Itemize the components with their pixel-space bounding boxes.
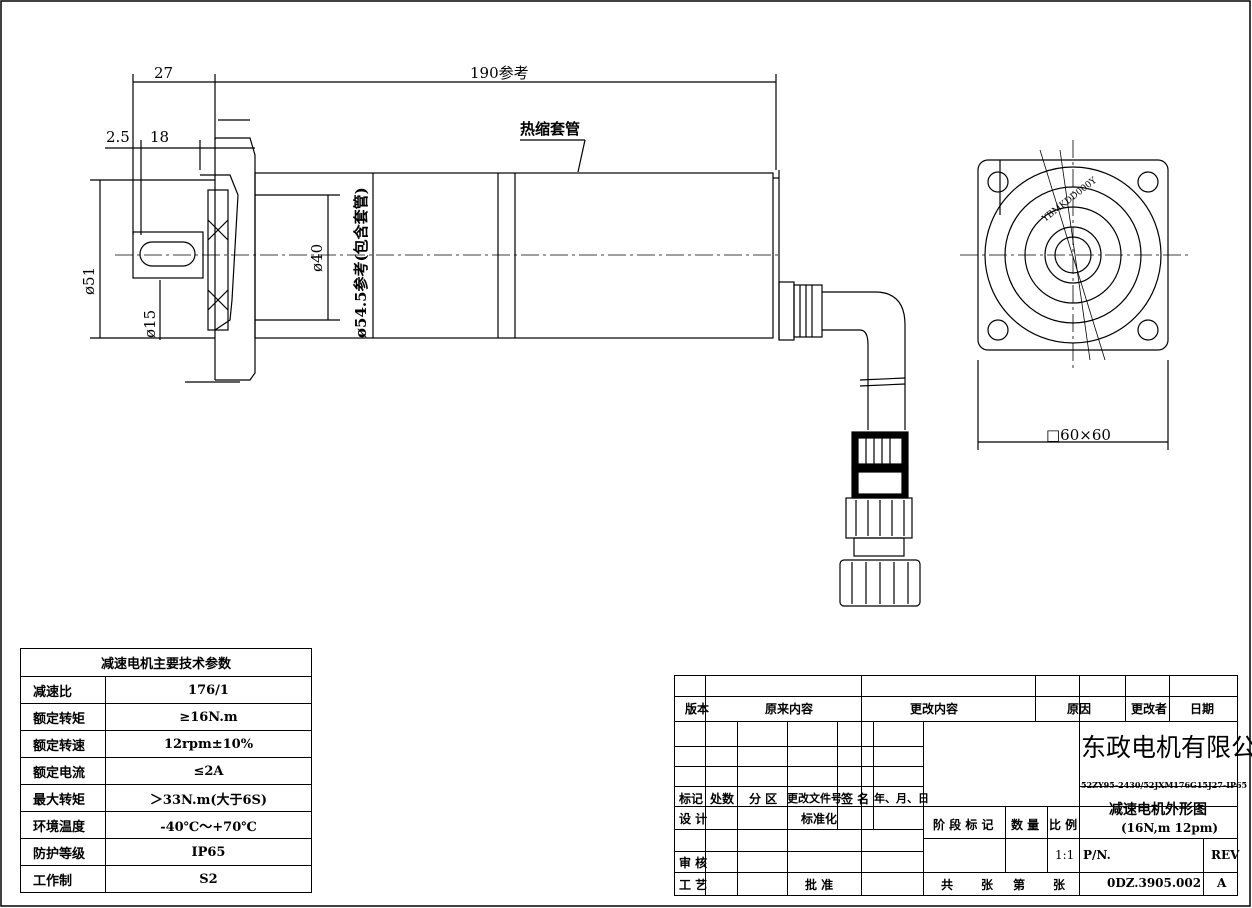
lbl-total: 共 bbox=[941, 878, 954, 892]
drawing-name: 减速电机外形图 bbox=[1109, 802, 1207, 818]
dim-60x60: □60×60 bbox=[1046, 426, 1111, 444]
lbl-stage: 阶 段 标 记 bbox=[933, 818, 994, 832]
lbl-mark: 标记 bbox=[679, 792, 704, 806]
dim-phi40: ø40 bbox=[308, 244, 326, 272]
company-name: 东政电机有限公司 bbox=[1081, 733, 1252, 762]
title-block: 版本 原来内容 更改内容 原因 更改者 日期 标记 处数 分 区 更改文件号 签… bbox=[674, 675, 1252, 896]
spec-value: ＞33N.m(大于6S) bbox=[105, 784, 312, 812]
spec-value: IP65 bbox=[105, 838, 312, 866]
spec-key: 额定电流 bbox=[20, 757, 106, 785]
dim-27: 27 bbox=[154, 64, 173, 82]
drawing-spec: (16N,m 12pm) bbox=[1121, 821, 1219, 835]
lbl-doc-no: 更改文件号 bbox=[787, 792, 842, 805]
spec-key: 环境温度 bbox=[20, 811, 106, 839]
spec-key: 减速比 bbox=[20, 676, 106, 704]
lbl-sheet-no: 第 bbox=[1013, 878, 1026, 892]
spec-key: 防护等级 bbox=[20, 838, 106, 866]
hdr-changer: 更改者 bbox=[1131, 702, 1168, 716]
lbl-approve: 批 准 bbox=[805, 878, 834, 892]
lbl-rev: REV bbox=[1211, 848, 1240, 862]
hdr-changed: 更改内容 bbox=[910, 702, 959, 716]
table-row: 额定转矩≥16N.m bbox=[20, 703, 312, 731]
model-number: 52ZY95-2430/52JXM176G15J27-IP65 bbox=[1081, 780, 1248, 790]
scale-value: 1:1 bbox=[1055, 848, 1075, 862]
lbl-ymd: 年、月、日 bbox=[874, 792, 929, 805]
lbl-scale: 比 例 bbox=[1049, 818, 1078, 832]
spec-value: S2 bbox=[105, 865, 312, 893]
lbl-count: 处数 bbox=[710, 792, 735, 806]
label-heat-shrink: 热缩套管 bbox=[520, 120, 580, 138]
spec-value: 176/1 bbox=[105, 676, 312, 704]
dim-2-5: 2.5 bbox=[106, 128, 130, 146]
table-row: 额定电流≤2A bbox=[20, 757, 312, 785]
dim-phi54: ø54.5参考(包含套管) bbox=[352, 187, 370, 338]
table-row: 环境温度-40℃～+70℃ bbox=[20, 811, 312, 839]
spec-value: ≥16N.m bbox=[105, 703, 312, 731]
lbl-sheets: 张 bbox=[981, 878, 994, 892]
spec-key: 额定转速 bbox=[20, 730, 106, 758]
front-view bbox=[960, 140, 1190, 450]
lbl-qty: 数 量 bbox=[1011, 818, 1040, 832]
dim-phi51: ø51 bbox=[80, 267, 98, 295]
table-row: 最大转矩＞33N.m(大于6S) bbox=[20, 784, 312, 812]
spec-table-title: 减速电机主要技术参数 bbox=[20, 648, 312, 677]
dim-phi15: ø15 bbox=[141, 310, 159, 338]
spec-key: 额定转矩 bbox=[20, 703, 106, 731]
hdr-reason: 原因 bbox=[1067, 702, 1092, 716]
side-view bbox=[90, 74, 921, 607]
lbl-sheets2: 张 bbox=[1053, 878, 1066, 892]
lbl-review: 审 核 bbox=[679, 856, 708, 870]
lbl-sign: 签 名 bbox=[841, 792, 870, 806]
drawing-number: 0DZ.3905.002 bbox=[1107, 876, 1202, 890]
hdr-original: 原来内容 bbox=[765, 702, 814, 716]
hdr-date: 日期 bbox=[1190, 702, 1215, 716]
lbl-design: 设 计 bbox=[679, 812, 708, 826]
rev-value: A bbox=[1217, 876, 1227, 890]
lbl-craft: 工 艺 bbox=[679, 878, 708, 892]
lbl-pn: P/N. bbox=[1083, 848, 1111, 862]
dim-190: 190参考 bbox=[470, 64, 529, 82]
lbl-standard: 标准化 bbox=[801, 812, 838, 826]
spec-value: 12rpm±10% bbox=[105, 730, 312, 758]
spec-key: 最大转矩 bbox=[20, 784, 106, 812]
spec-value: ≤2A bbox=[105, 757, 312, 785]
hdr-version: 版本 bbox=[685, 702, 710, 716]
spec-value: -40℃～+70℃ bbox=[105, 811, 312, 839]
lbl-zone: 分 区 bbox=[749, 792, 778, 806]
spec-key: 工作制 bbox=[20, 865, 106, 893]
dim-18: 18 bbox=[150, 128, 169, 146]
